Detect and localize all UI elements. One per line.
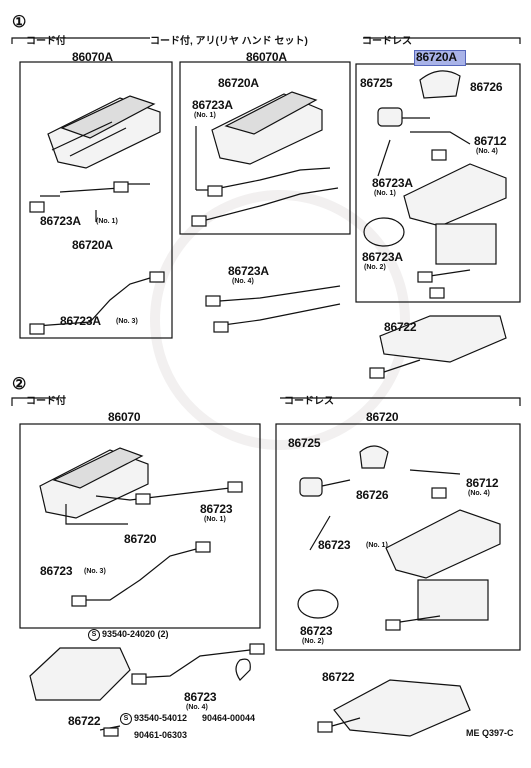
section2-brackets [11,397,521,651]
handset-mid-1 [191,91,341,333]
label-86712-2: 86712 [466,476,499,490]
label-86720A-left-bottom: 86720A [72,238,113,252]
handset-left-2 [39,447,243,607]
note-86712-1: (No. 4) [476,148,498,155]
note-86723-no3: (No. 3) [84,568,106,575]
note-86723-no2: (No. 2) [302,638,324,645]
label-86712-1: 86712 [474,134,507,148]
note-86723-no1: (No. 1) [204,516,226,523]
label-86726-2: 86726 [356,488,389,502]
label-screw-93540-24020: 93540-24020 (2) [102,629,169,639]
label-86722-right: 86722 [322,670,355,684]
section2-header-cordless: コードレス [284,396,334,407]
note-86723-no4: (No. 4) [186,704,208,711]
label-86070: 86070 [108,410,141,424]
note-86712-2: (No. 4) [468,490,490,497]
label-86723A-no1-right: 86723A [372,176,413,190]
label-86720-left: 86720 [124,532,157,546]
label-86723-no4: 86723 [184,690,217,704]
label-86726-1: 86726 [470,80,503,94]
label-86723A-no1-mid: 86723A [192,98,233,112]
handset-left-1 [29,95,165,335]
label-86722-left: 86722 [68,714,101,728]
label-86725-2: 86725 [288,436,321,450]
label-86723A-no1-left: 86723A [40,214,81,228]
cordless-right-2 [297,445,501,631]
section2-bottom-parts [29,643,471,737]
label-86722-1: 86722 [384,320,417,334]
note-86723A-no2: (No. 2) [364,264,386,271]
label-86723A-no3: 86723A [60,314,101,328]
label-pin-90461-06303: 90461-06303 [134,730,188,740]
note-86723A-no3: (No. 3) [116,318,138,325]
note-86723A-no1-right: (No. 1) [374,190,396,197]
label-86723-no1-right: 86723 [318,538,351,552]
label-86723A-no2: 86723A [362,250,403,264]
note-86723-no1-right: (No. 1) [366,542,388,549]
footer-code: ME Q397-C [466,728,514,738]
label-clip-90464-00044: 90464-00044 [202,713,256,723]
section1-header-cordless: コードレス [362,36,412,47]
section1-header-corded-rear: コード付, アリ(リヤ ハンド セット) [150,36,308,47]
label-86720A-mid: 86720A [218,76,259,90]
label-86723-no2: 86723 [300,624,333,638]
label-86720-right: 86720 [366,410,399,424]
section1-header-corded: コード付 [26,36,66,47]
label-86070A-mid: 86070A [246,50,287,64]
label-86723-no3: 86723 [40,564,73,578]
label-86720A-highlight: 86720A [416,50,457,64]
label-86070A-left: 86070A [72,50,113,64]
watermark-emblem [150,190,410,450]
label-86725-1: 86725 [360,76,393,90]
section2-marker: ② [12,376,27,393]
label-86723-no1: 86723 [200,502,233,516]
note-86723A-no1-left: (No. 1) [96,218,118,225]
section1-marker: ① [12,14,27,31]
highlight-box [414,50,466,66]
note-86723A-no1-mid: (No. 1) [194,112,216,119]
note-86723A-no4: (No. 4) [232,278,254,285]
s-mark-icon-1: S [88,629,100,641]
section2-header-corded: コード付 [26,396,66,407]
s-mark-icon-2: S [120,713,132,725]
label-screw-93540-54012: 93540-54012 [134,713,188,723]
cordless-right-1 [363,70,507,379]
label-86723A-no4: 86723A [228,264,269,278]
